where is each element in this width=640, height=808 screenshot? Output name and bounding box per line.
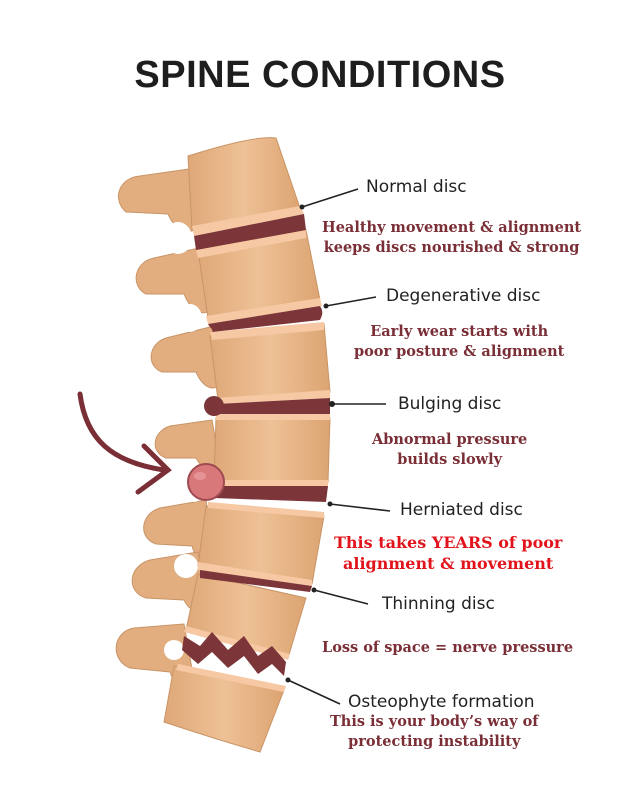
disc-bulge [204, 396, 224, 416]
description-line: Healthy movement & alignment [322, 219, 582, 236]
description-normal-disc: Healthy movement & alignment keeps discs… [322, 218, 581, 258]
leader-line-osteophyte [287, 679, 341, 705]
vertebral-bodies [163, 137, 331, 753]
intervertebral-discs [182, 214, 330, 676]
vertebra-processes [115, 167, 223, 688]
leader-lines [287, 188, 391, 705]
description-osteophyte-formation: This is your body’s way of protecting in… [330, 712, 539, 752]
description-line: Early wear starts with [370, 323, 549, 340]
description-line: protecting instability [348, 733, 521, 750]
label-degenerative-disc: Degenerative disc [386, 286, 541, 306]
description-line: builds slowly [397, 451, 503, 468]
description-line: This is your body’s way of [330, 713, 539, 730]
pointer-arrow [77, 391, 172, 495]
label-normal-disc: Normal disc [366, 177, 467, 197]
description-line: Abnormal pressure [372, 431, 528, 448]
description-line: keeps discs nourished & strong [323, 239, 580, 256]
label-osteophyte-formation: Osteophyte formation [348, 692, 535, 712]
herniation-bubble [187, 463, 225, 501]
disc-osteophyte [182, 632, 286, 676]
leader-line-normal-disc [301, 188, 359, 208]
disc-herniated [214, 486, 328, 502]
leader-line-thinning-disc [313, 589, 369, 605]
disc-normal [194, 214, 306, 250]
description-line: This takes YEARS of poor [334, 533, 563, 552]
description-line: Loss of space = nerve pressure [322, 639, 574, 656]
disc-bulging [216, 398, 330, 414]
page-title: SPINE CONDITIONS [134, 54, 506, 96]
description-herniated-disc: This takes YEARS of poor alignment & mov… [334, 532, 562, 574]
leader-line-degenerative-disc [325, 296, 377, 307]
disc-degenerative [208, 306, 323, 332]
description-bulging-disc: Abnormal pressure builds slowly [372, 430, 527, 470]
description-thinning-disc: Loss of space = nerve pressure [322, 638, 573, 658]
description-line: alignment & movement [343, 554, 554, 573]
disc-thinning [200, 570, 312, 592]
leader-line-herniated-disc [329, 503, 391, 512]
label-thinning-disc: Thinning disc [382, 594, 495, 614]
description-degenerative-disc: Early wear starts with poor posture & al… [354, 322, 564, 362]
label-herniated-disc: Herniated disc [400, 500, 523, 520]
description-line: poor posture & alignment [354, 343, 565, 360]
label-bulging-disc: Bulging disc [398, 394, 502, 414]
